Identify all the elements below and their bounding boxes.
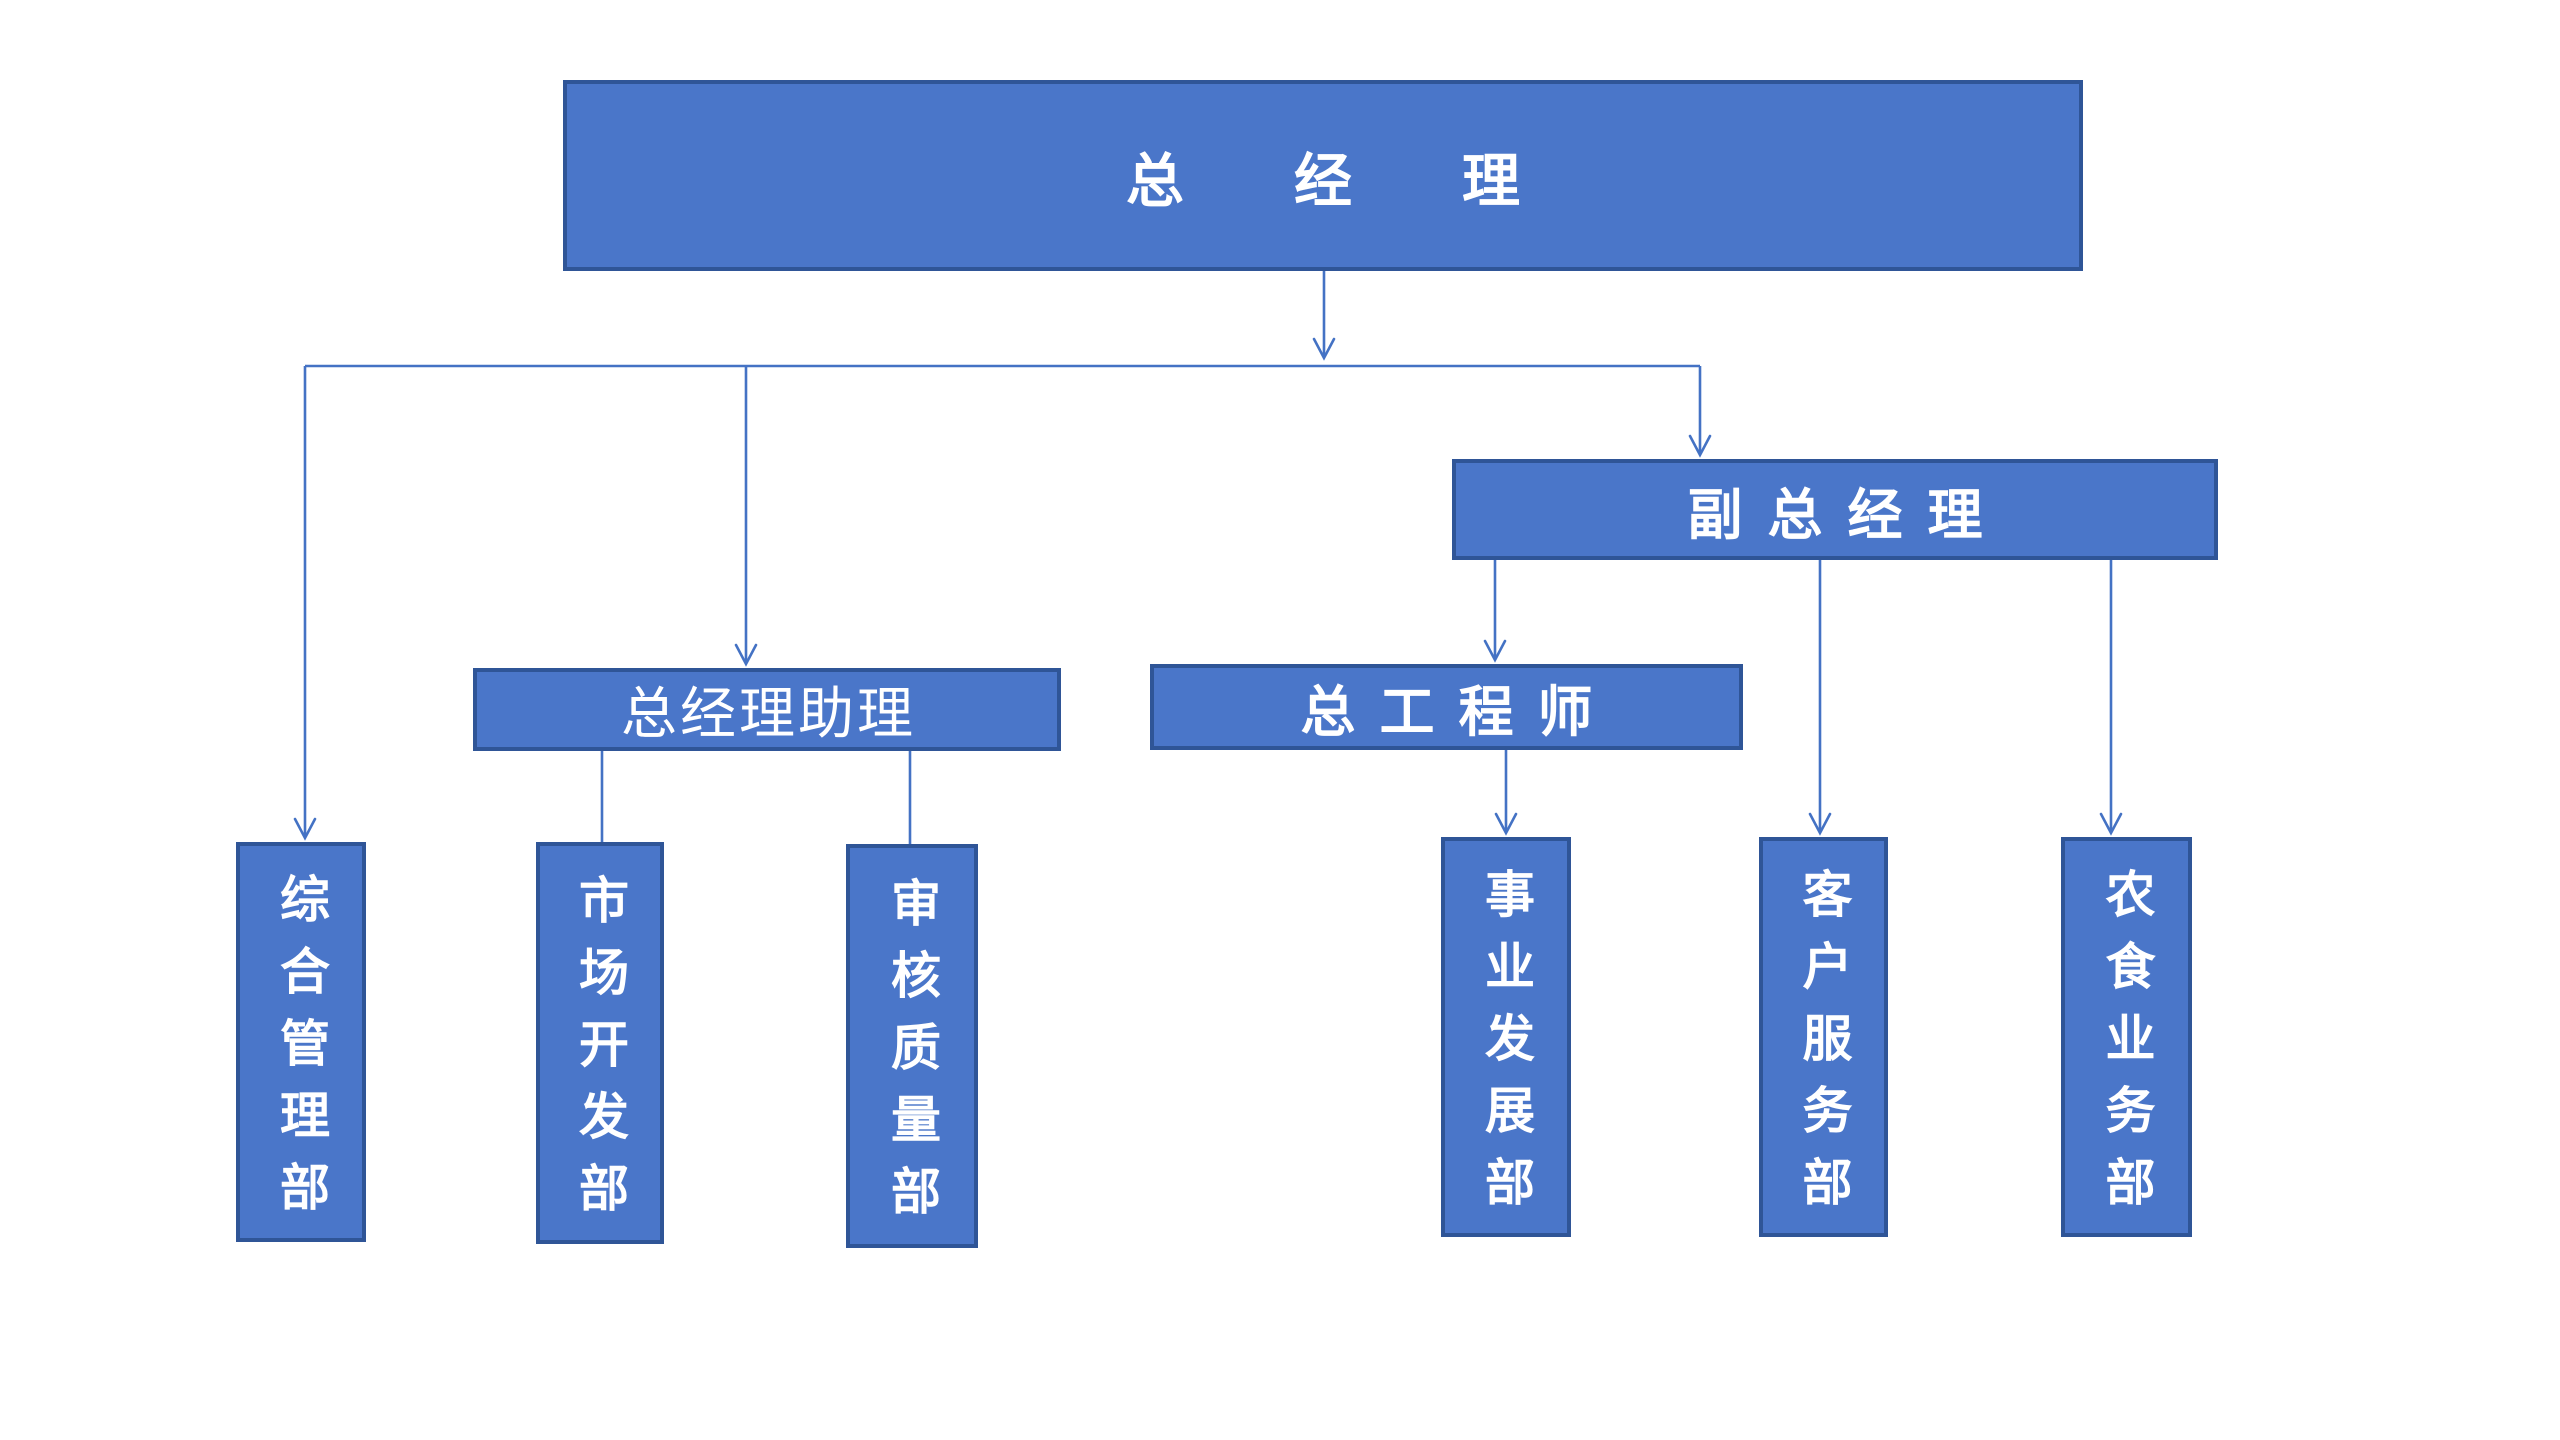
node-general-manager-label: 总经理 bbox=[1125, 148, 1630, 214]
node-deputy-general-manager-label: 副总经理 bbox=[1687, 483, 2008, 546]
node-dept-audit-quality-label: 审核质量部 bbox=[884, 877, 940, 1237]
node-chief-engineer: 总工程师 bbox=[1150, 664, 1743, 750]
node-dept-business-development: 事业发展部 bbox=[1441, 837, 1571, 1237]
node-dept-business-development-label: 事业发展部 bbox=[1478, 868, 1534, 1228]
node-dept-customer-service-label: 客户服务部 bbox=[1795, 868, 1852, 1228]
node-dept-comprehensive-management: 综合管理部 bbox=[236, 842, 366, 1242]
node-dept-audit-quality: 审核质量部 bbox=[846, 844, 978, 1248]
node-dept-comprehensive-management-label: 综合管理部 bbox=[273, 873, 329, 1233]
node-dept-agri-food-business: 农食业务部 bbox=[2061, 837, 2192, 1237]
node-general-manager: 总经理 bbox=[563, 80, 2083, 271]
node-deputy-general-manager: 副总经理 bbox=[1452, 459, 2218, 560]
node-gm-assistant-label: 总经理助理 bbox=[621, 682, 916, 745]
node-chief-engineer-label: 总工程师 bbox=[1300, 681, 1617, 743]
node-dept-market-development: 市场开发部 bbox=[536, 842, 664, 1244]
node-gm-assistant: 总经理助理 bbox=[473, 668, 1061, 751]
node-dept-customer-service: 客户服务部 bbox=[1759, 837, 1888, 1237]
node-dept-market-development-label: 市场开发部 bbox=[572, 874, 628, 1234]
node-dept-agri-food-business-label: 农食业务部 bbox=[2098, 868, 2155, 1228]
